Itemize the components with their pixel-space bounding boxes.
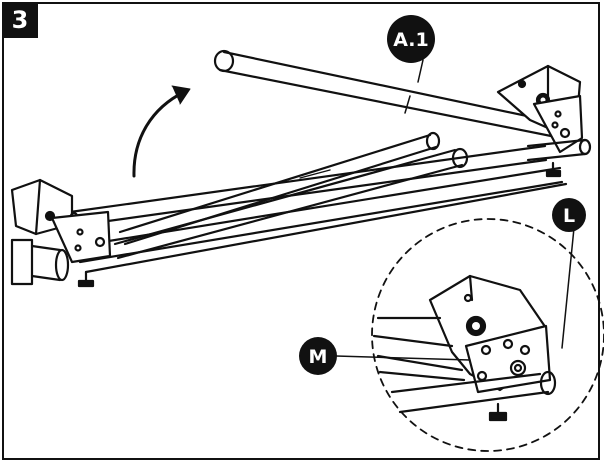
step-number-badge: 3 xyxy=(2,2,38,38)
right-bracket xyxy=(496,64,584,154)
zoom-bracket-detail xyxy=(372,274,557,422)
leader-lines xyxy=(335,59,575,361)
curved-arrow-icon xyxy=(132,85,191,178)
folded-tubes xyxy=(113,131,469,260)
callout-a1-label: A.1 xyxy=(393,29,429,51)
callout-m: M xyxy=(299,337,337,375)
tube-a1 xyxy=(213,49,562,139)
detail-zoom-circle xyxy=(371,218,604,452)
callout-a1: A.1 xyxy=(387,15,435,63)
callout-l-label: L xyxy=(563,205,575,227)
side-rails xyxy=(68,144,568,274)
callout-m-label: M xyxy=(309,346,328,368)
left-bracket xyxy=(10,178,112,264)
left-crossbar xyxy=(10,238,95,288)
right-crossbar xyxy=(526,138,592,178)
callout-l: L xyxy=(552,198,586,232)
